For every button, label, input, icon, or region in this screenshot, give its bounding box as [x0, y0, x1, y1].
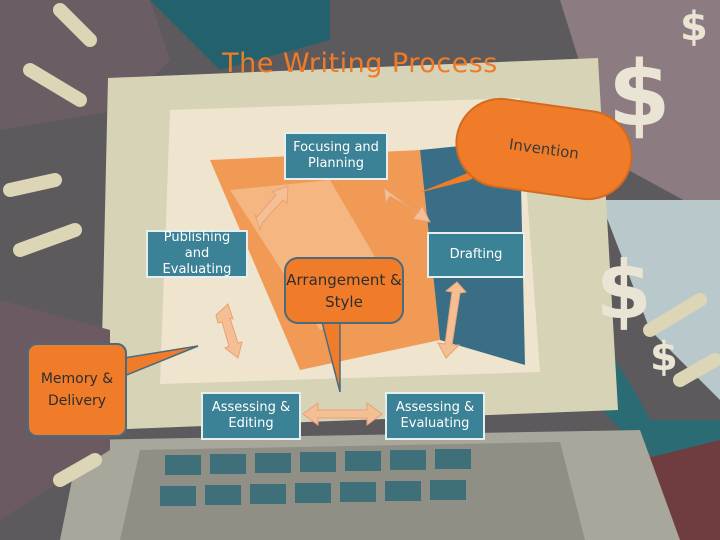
svg-text:$: $ — [596, 244, 652, 337]
arrow-focusing-drafting — [383, 186, 431, 223]
arrow-evaluating-editing — [302, 402, 383, 426]
arrow-drafting-evaluating — [437, 281, 467, 359]
memory-callout-tail — [123, 345, 199, 378]
invention-label: Invention — [507, 135, 581, 163]
step-assessing-editing: Assessing & Editing — [201, 392, 301, 440]
step-publishing-evaluating: Publishing and Evaluating — [146, 230, 248, 278]
arrow-editing-publishing — [215, 303, 243, 359]
memory-delivery-callout: Memory & Delivery — [27, 343, 127, 437]
memory-delivery-label: Memory & Delivery — [40, 371, 114, 409]
arrangement-label: Arrangement & Style — [286, 270, 402, 311]
svg-text:$: $ — [680, 4, 708, 50]
step-assessing-evaluating: Assessing & Evaluating — [385, 392, 485, 440]
page-title: The Writing Process — [222, 48, 498, 79]
arrow-publishing-focusing — [254, 185, 289, 232]
step-drafting: Drafting — [427, 232, 525, 278]
arrangement-callout: Arrangement & Style — [284, 257, 404, 324]
step-focusing-planning: Focusing and Planning — [284, 132, 388, 180]
arrangement-callout-tail — [321, 321, 341, 393]
svg-text:$: $ — [650, 334, 678, 380]
